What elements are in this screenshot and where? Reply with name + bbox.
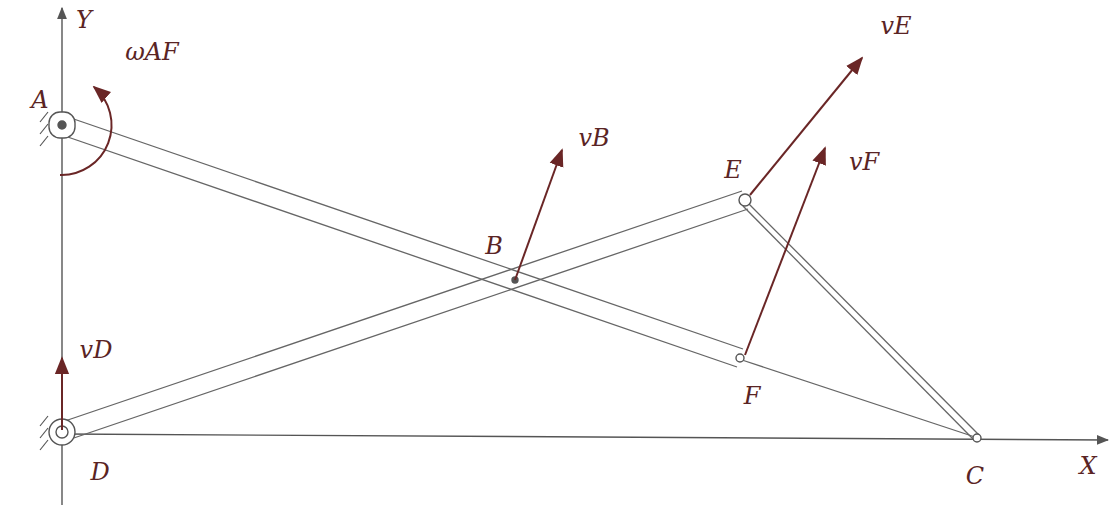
pin-a bbox=[49, 112, 75, 138]
velocity-label: vB bbox=[578, 126, 609, 150]
point-label: F bbox=[744, 384, 761, 408]
hatch bbox=[40, 112, 48, 122]
joints bbox=[49, 112, 981, 445]
point-label: C bbox=[966, 464, 984, 488]
velocity-arrow bbox=[61, 358, 63, 430]
velocity-arrow bbox=[750, 58, 862, 195]
joint-e bbox=[739, 194, 751, 206]
angular-velocity-label: ωAF bbox=[125, 40, 179, 64]
bar-de bbox=[59, 191, 742, 423]
angular-velocity-arrow bbox=[60, 87, 112, 175]
x-axis bbox=[62, 434, 1108, 440]
line-fc bbox=[742, 360, 978, 438]
velocities bbox=[60, 58, 862, 430]
ground-hatch bbox=[40, 112, 48, 450]
bar-af bbox=[59, 134, 737, 367]
bar-de bbox=[65, 209, 748, 441]
hatch bbox=[40, 440, 48, 450]
velocity-arrow bbox=[515, 150, 562, 280]
point-label: D bbox=[90, 460, 109, 484]
axis-label: X bbox=[1079, 454, 1096, 478]
velocity-label: vE bbox=[880, 14, 911, 38]
hatch bbox=[40, 416, 48, 426]
axes bbox=[62, 8, 1108, 505]
joint-c bbox=[973, 434, 981, 442]
link-ec bbox=[743, 206, 974, 440]
hatch bbox=[40, 136, 48, 146]
links bbox=[59, 116, 980, 441]
pin-a bbox=[58, 121, 66, 129]
point-label: B bbox=[485, 234, 503, 258]
hatch bbox=[40, 428, 48, 438]
axis-label: Y bbox=[76, 8, 92, 32]
bar-af bbox=[65, 116, 743, 349]
hatch bbox=[40, 124, 48, 134]
joint-f bbox=[736, 354, 744, 362]
velocity-label: vF bbox=[849, 150, 879, 174]
velocity-label: vD bbox=[80, 338, 113, 362]
point-label: A bbox=[31, 88, 48, 112]
point-label: E bbox=[724, 158, 742, 182]
link-ec bbox=[748, 203, 980, 436]
velocity-arrow bbox=[745, 148, 825, 355]
